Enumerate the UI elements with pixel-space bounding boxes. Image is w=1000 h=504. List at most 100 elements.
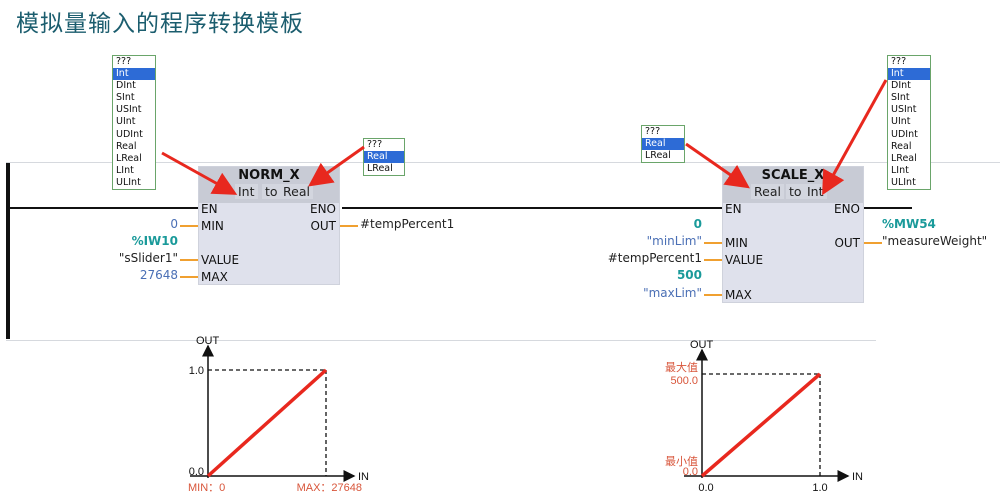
network-bottom-border: [6, 340, 876, 341]
norm-max-operand[interactable]: 27648: [139, 268, 178, 282]
norm-x-name: NORM_X: [238, 168, 300, 183]
norm-x-pin-eno: ENO: [309, 202, 336, 216]
dropdown-option[interactable]: USInt: [116, 104, 142, 116]
scale-max-operand[interactable]: "maxLim": [643, 286, 702, 300]
scale-min-value: 0: [693, 217, 702, 231]
x-tick-label-max: 1.0: [812, 482, 827, 494]
dropdown-option[interactable]: ULInt: [116, 176, 141, 188]
norm-x-pin-min: MIN: [201, 219, 224, 233]
dropdown-option[interactable]: LInt: [891, 164, 909, 176]
dropdown-option[interactable]: UDInt: [116, 128, 143, 140]
dropdown-option[interactable]: Real: [116, 140, 137, 152]
y-tick-label-min: 0.0: [189, 466, 204, 478]
scale-x-type-from[interactable]: Real: [751, 184, 784, 199]
dropdown-option[interactable]: SInt: [891, 92, 910, 104]
series-line: [206, 368, 328, 478]
arrow-norm-out: [308, 145, 365, 187]
dropdown-option[interactable]: Real: [364, 151, 404, 164]
norm-value-address: %IW10: [131, 234, 178, 248]
dropdown-option[interactable]: Int: [113, 68, 155, 81]
norm-value-wire: [180, 259, 198, 261]
x-tick-label-max: MAX：27648: [297, 482, 362, 494]
dropdown-option[interactable]: ???: [116, 56, 132, 67]
scale-value-operand[interactable]: #tempPercent1: [607, 251, 702, 265]
norm-x-pin-out: OUT: [310, 219, 336, 233]
norm-min-operand[interactable]: 0: [170, 217, 178, 231]
dropdown-option[interactable]: LReal: [116, 152, 142, 164]
power-rail: [6, 163, 10, 339]
dropdown-option[interactable]: LInt: [116, 164, 134, 176]
dropdown-option[interactable]: ULInt: [891, 176, 916, 188]
arrow-scale-in: [685, 142, 750, 189]
x-axis-label: IN: [852, 471, 863, 483]
dropdown-option[interactable]: Int: [888, 68, 930, 81]
dropdown-option[interactable]: UDInt: [891, 128, 918, 140]
scale-value-wire: [704, 259, 722, 261]
norm-x-pin-value: VALUE: [201, 253, 240, 267]
rung-wire-end: [864, 207, 912, 209]
dropdown-option[interactable]: UInt: [116, 116, 136, 128]
norm-x-pin-max: MAX: [201, 270, 228, 284]
y-tick-label-min-caption: 最小值: [665, 455, 698, 468]
scale-x-type-to-word: to: [786, 184, 805, 199]
page-title: 模拟量输入的程序转换模板: [16, 11, 304, 37]
x-tick-label-min: MIN：0: [188, 482, 225, 494]
scale-x-pin-out: OUT: [834, 236, 860, 250]
rung-wire: [8, 207, 198, 209]
scale-x-name: SCALE_X: [761, 168, 825, 183]
norm-x-type-to-word: to: [262, 184, 281, 199]
dropdown-option[interactable]: DInt: [891, 80, 911, 92]
y-tick-label-max-caption: 最大值: [665, 360, 698, 374]
scale-max-value: 500: [676, 268, 702, 282]
scale-x-pin-value: VALUE: [725, 253, 764, 267]
dropdown-option[interactable]: LReal: [645, 150, 671, 162]
y-tick-label-max: 1.0: [189, 365, 204, 377]
y-axis-label: OUT: [196, 335, 220, 347]
x-axis-label: IN: [358, 471, 369, 483]
norm-x-type-from[interactable]: Int: [235, 184, 258, 199]
norm-out-operand[interactable]: #tempPercent1: [360, 217, 455, 231]
network-top-border: [6, 162, 1000, 163]
y-tick-label-max: 500.0: [670, 375, 698, 387]
scale-out-operand[interactable]: "measureWeight": [882, 234, 988, 248]
norm-out-wire: [340, 225, 358, 227]
scale-x-type-to[interactable]: Int: [804, 184, 827, 199]
scale-min-operand[interactable]: "minLim": [646, 234, 702, 248]
norm-x-type-to[interactable]: Real: [280, 184, 313, 199]
scale-max-wire: [704, 294, 722, 296]
series-line: [700, 372, 822, 478]
arrow-scale-out: [822, 79, 888, 196]
dropdown-option[interactable]: ???: [891, 56, 907, 67]
dropdown-option[interactable]: LReal: [367, 163, 393, 175]
scale-x-pin-max: MAX: [725, 288, 752, 302]
norm-x-pin-en: EN: [201, 202, 218, 216]
dropdown-option[interactable]: Real: [891, 140, 912, 152]
dropdown-option[interactable]: USInt: [891, 104, 917, 116]
y-tick-label-min: 0.0: [683, 466, 698, 478]
scale-x-pin-en: EN: [725, 202, 742, 216]
dropdown-option[interactable]: ???: [367, 139, 383, 150]
norm-value-operand[interactable]: "sSlider1": [118, 251, 178, 265]
x-tick-label-min: 0.0: [698, 482, 713, 494]
y-axis-label: OUT: [690, 339, 714, 351]
dropdown-option[interactable]: UInt: [891, 116, 911, 128]
dropdown-option[interactable]: Real: [642, 138, 684, 151]
norm-max-wire: [180, 276, 198, 278]
scale-out-wire: [864, 242, 882, 244]
arrow-norm-in: [161, 151, 238, 195]
scale-min-wire: [704, 242, 722, 244]
dropdown-option[interactable]: SInt: [116, 92, 135, 104]
dropdown-option[interactable]: ???: [645, 126, 661, 137]
dropdown-option[interactable]: LReal: [891, 152, 917, 164]
scale-out-address: %MW54: [882, 217, 936, 231]
rung-wire-middle: [342, 207, 722, 209]
scale-x-pin-eno: ENO: [833, 202, 860, 216]
dropdown-option[interactable]: DInt: [116, 80, 136, 92]
